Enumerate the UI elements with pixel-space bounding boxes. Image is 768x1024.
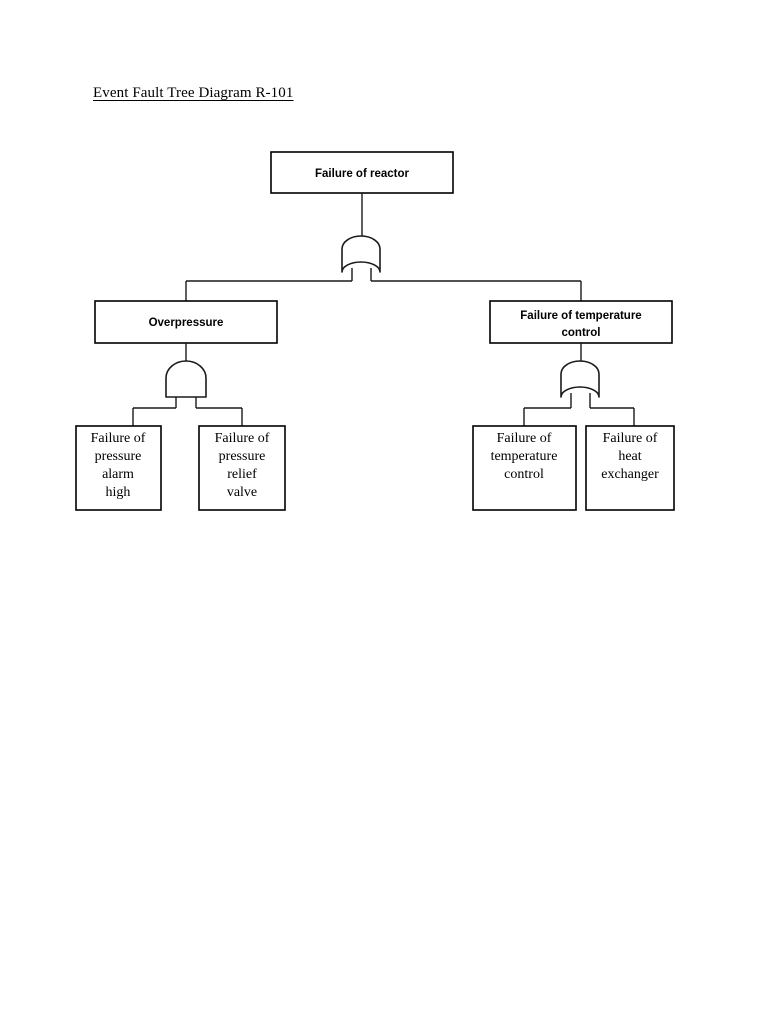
node-failure-of-heat-exchanger[interactable]: Failure of heat exchanger xyxy=(585,425,675,511)
or-gate-symbol-right xyxy=(560,360,600,398)
node-failure-of-temperature-control-basic[interactable]: Failure of temperature control xyxy=(472,425,577,511)
basic-event-box[interactable] xyxy=(198,425,286,511)
basic-event-label-line-2: pressure xyxy=(219,449,266,464)
basic-event-label-line-3: relief xyxy=(227,467,257,482)
and-gate-symbol xyxy=(165,360,207,398)
overpressure-box[interactable] xyxy=(94,300,278,344)
basic-event-label-line-3: exchanger xyxy=(601,467,659,482)
basic-event-label-line-1: Failure of xyxy=(603,431,658,446)
basic-event-label-line-1: Failure of xyxy=(91,431,146,446)
basic-event-label-line-3: control xyxy=(504,467,544,482)
node-failure-of-pressure-alarm-high[interactable]: Failure of pressure alarm high xyxy=(75,425,162,511)
node-failure-of-reactor[interactable]: Failure of reactor xyxy=(270,151,454,194)
node-failure-of-pressure-relief-valve[interactable]: Failure of pressure relief valve xyxy=(198,425,286,511)
node-failure-of-temperature-control[interactable]: Failure of temperature control xyxy=(489,300,673,344)
temperature-control-label-line-1: Failure of temperature xyxy=(520,310,641,322)
basic-event-label-line-4: valve xyxy=(227,485,257,500)
overpressure-label: Overpressure xyxy=(149,317,224,329)
basic-event-label-line-1: Failure of xyxy=(497,431,552,446)
basic-event-label-line-2: heat xyxy=(618,449,641,464)
top-event-label: Failure of reactor xyxy=(315,168,409,180)
node-overpressure[interactable]: Overpressure xyxy=(94,300,278,344)
gate-right-or[interactable] xyxy=(560,360,600,408)
top-event-box[interactable] xyxy=(270,151,454,194)
basic-event-box[interactable] xyxy=(75,425,162,511)
basic-event-box[interactable] xyxy=(585,425,675,511)
gate-top-or[interactable] xyxy=(341,235,381,281)
basic-event-label-line-1: Failure of xyxy=(215,431,270,446)
basic-event-label-line-3: alarm xyxy=(102,467,134,482)
or-gate-symbol xyxy=(341,235,381,273)
basic-event-box[interactable] xyxy=(472,425,577,511)
page-title: Event Fault Tree Diagram R-101 xyxy=(93,85,294,101)
gate-left-and[interactable] xyxy=(165,360,207,408)
basic-event-label-line-2: temperature xyxy=(491,449,558,464)
temperature-control-label-line-2: control xyxy=(562,327,601,339)
basic-event-label-line-2: pressure xyxy=(95,449,142,464)
basic-event-label-line-4: high xyxy=(106,485,131,500)
